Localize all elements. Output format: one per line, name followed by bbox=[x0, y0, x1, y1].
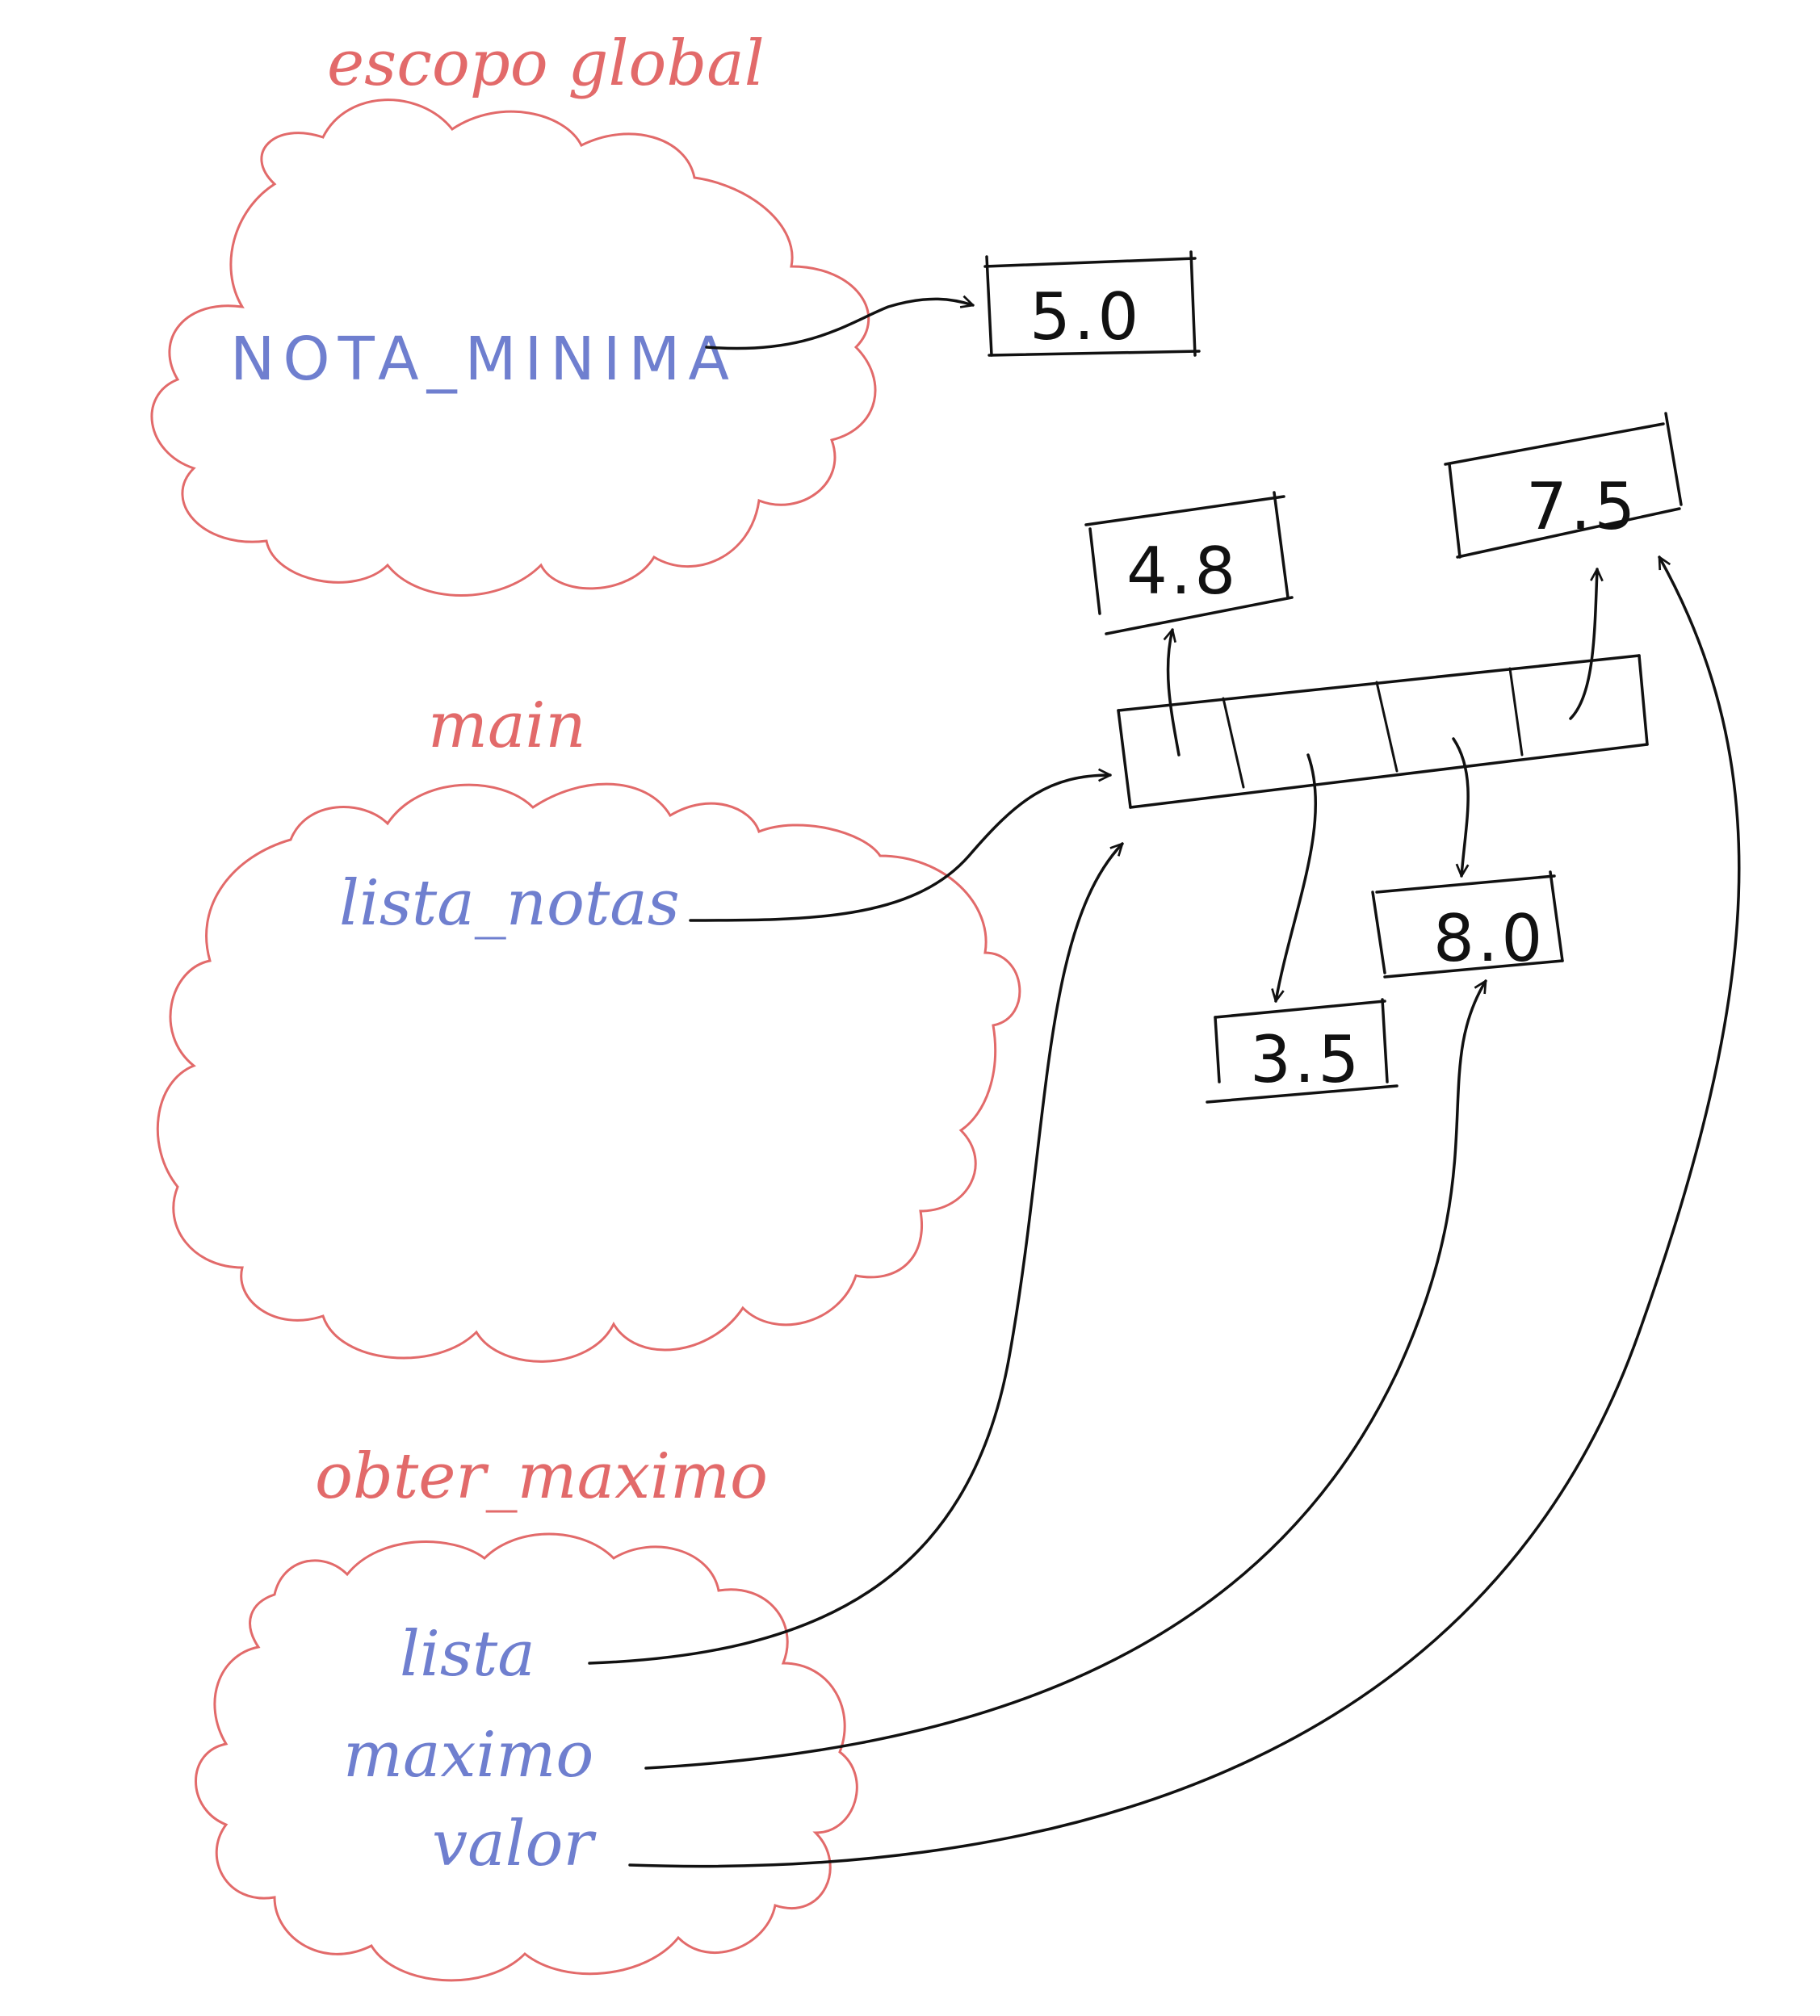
var-maximo: maximo bbox=[343, 1719, 593, 1792]
object-value-8-0: 8.0 bbox=[1433, 901, 1545, 976]
ref-nota-minima bbox=[705, 295, 975, 350]
cloud-main-scope bbox=[156, 782, 1021, 1363]
ref-lista-notas bbox=[689, 768, 1112, 922]
cloud-obter-maximo-scope bbox=[195, 1532, 858, 1982]
ref-item-4 bbox=[1569, 568, 1604, 720]
var-lista: lista bbox=[400, 1618, 535, 1691]
cloud-global-scope bbox=[150, 98, 877, 597]
ref-valor bbox=[628, 555, 1741, 1868]
scope-title-obter-maximo: obter_maximo bbox=[315, 1440, 768, 1513]
object-4-8: 4.8 bbox=[1084, 491, 1294, 635]
ref-maximo bbox=[644, 979, 1487, 1770]
object-value-7-5: 7.5 bbox=[1526, 469, 1638, 544]
var-valor: valor bbox=[432, 1808, 597, 1880]
object-3-5: 3.5 bbox=[1206, 998, 1399, 1104]
scope-title-global: escopo global bbox=[327, 27, 765, 100]
object-value-3-5: 3.5 bbox=[1250, 1022, 1362, 1097]
list-object bbox=[1117, 654, 1649, 809]
object-5-0: 5.0 bbox=[983, 250, 1201, 357]
ref-item-3 bbox=[1452, 737, 1470, 878]
ref-item-0 bbox=[1163, 628, 1180, 757]
var-nota-minima: NOTA_MINIMA bbox=[230, 325, 737, 394]
object-7-5: 7.5 bbox=[1444, 412, 1683, 559]
object-value-5-0: 5.0 bbox=[1030, 279, 1142, 354]
object-value-4-8: 4.8 bbox=[1126, 534, 1239, 609]
scope-title-main: main bbox=[428, 689, 586, 762]
object-8-0: 8.0 bbox=[1371, 870, 1564, 979]
var-lista-notas: lista_notas bbox=[339, 867, 680, 940]
ref-item-1 bbox=[1271, 753, 1318, 1003]
ref-lista bbox=[588, 842, 1124, 1665]
